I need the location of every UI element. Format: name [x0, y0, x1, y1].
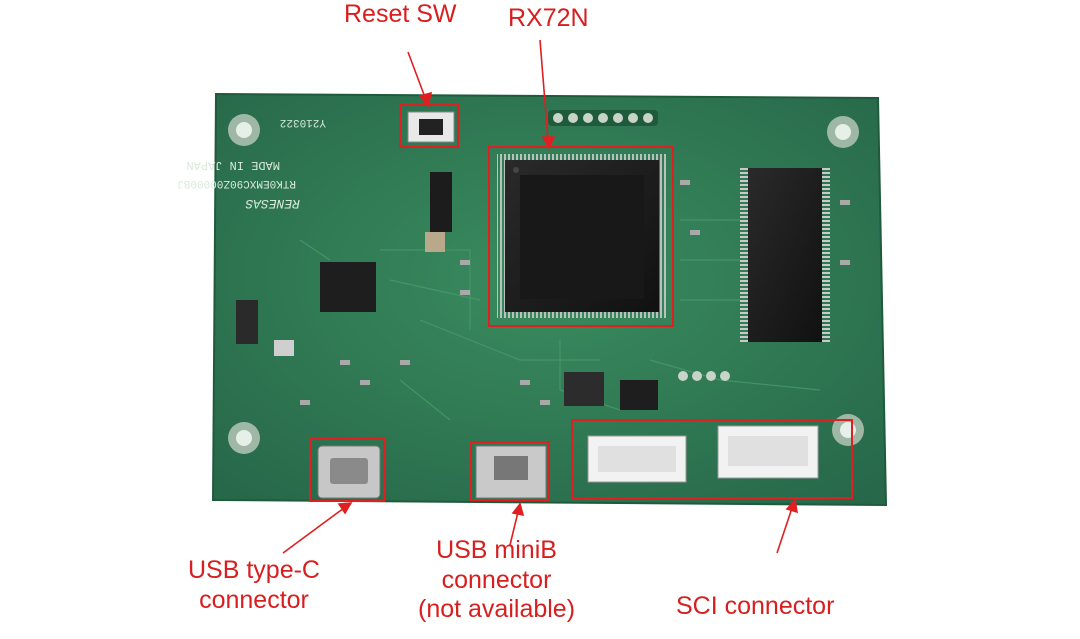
annotation-arrows — [282, 39, 799, 554]
crystal — [425, 232, 445, 252]
pcb-board: Y210322 MADE IN JAPAN RTK0EMXC90Z00000BJ… — [177, 92, 888, 507]
resistor-array — [236, 300, 258, 344]
side-header — [678, 371, 730, 381]
top-header — [548, 110, 658, 126]
silk-logo: RENESAS — [245, 196, 300, 211]
usb-minib-box — [470, 441, 550, 501]
label-usb-type-c: USB type-C connector — [188, 556, 320, 615]
mounting-holes — [228, 114, 864, 454]
passives — [300, 180, 850, 405]
small-component — [274, 340, 294, 356]
label-usb-type-c-line2: connector — [199, 585, 309, 614]
silk-text-1: Y210322 — [280, 116, 326, 128]
reset-switch — [407, 111, 455, 143]
label-usb-type-c-line1: USB type-C — [188, 556, 320, 584]
transistor-group — [430, 172, 452, 232]
pcb-traces — [299, 219, 821, 421]
rx72n-chip — [497, 154, 667, 318]
label-usb-minib: USB miniB connector (not available) — [418, 536, 575, 625]
usb-controller-chip — [320, 262, 376, 312]
label-reset-sw: Reset SW — [344, 0, 457, 30]
label-rx72n: RX72N — [508, 4, 589, 34]
silk-text-2: MADE IN JAPAN — [186, 158, 280, 172]
usb-minib-connector — [475, 445, 547, 499]
silk-text-3: RTK0EMXC90Z00000BJ — [177, 177, 296, 189]
silkscreen: Y210322 MADE IN JAPAN RTK0EMXC90Z00000BJ… — [177, 116, 326, 211]
sci-connector-box — [571, 419, 853, 499]
label-rx72n-text: RX72N — [508, 4, 589, 32]
small-ic — [620, 380, 658, 410]
jumper-header — [564, 372, 604, 406]
sdram-chip — [740, 168, 830, 342]
label-usb-minib-line2: connector — [441, 565, 552, 594]
rx72n-box — [488, 146, 674, 327]
reset-sw-box — [399, 104, 459, 148]
usb-type-c-box — [309, 438, 385, 502]
label-reset-sw-text: Reset SW — [344, 0, 457, 28]
sci-connectors — [587, 425, 819, 483]
label-usb-minib-line1: USB miniB — [436, 536, 557, 564]
label-sci-text: SCI connector — [676, 592, 835, 620]
label-sci: SCI connector — [676, 592, 834, 622]
usb-type-c-connector — [317, 445, 381, 499]
label-usb-minib-line3: (not available) — [418, 595, 576, 623]
